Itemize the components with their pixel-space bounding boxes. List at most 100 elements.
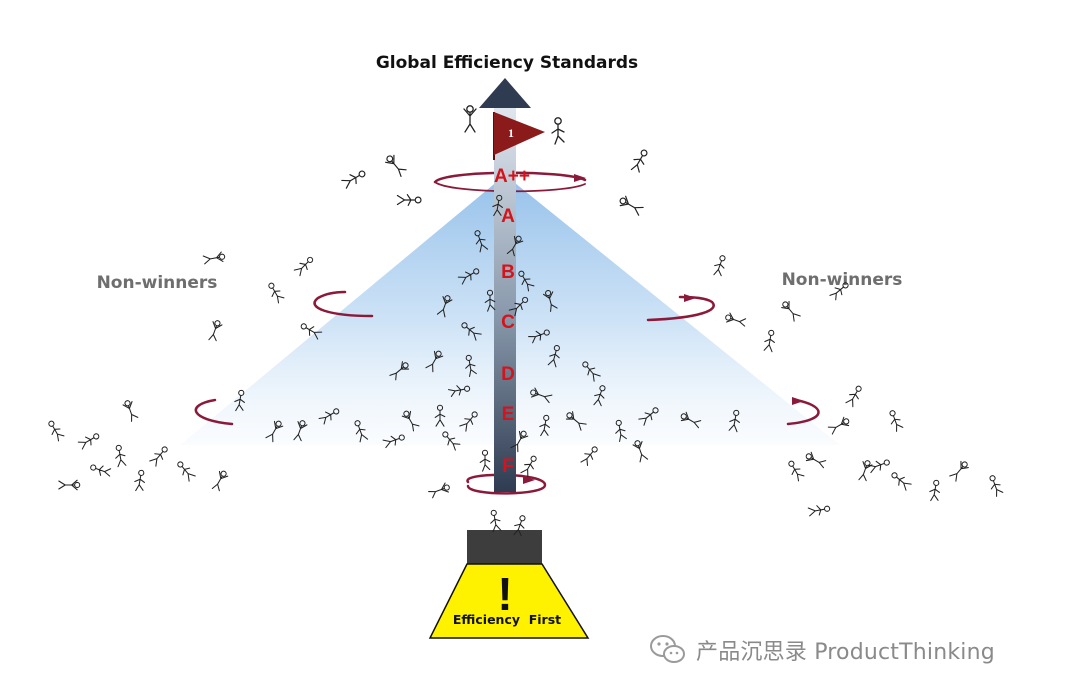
ring-bottom: [466, 473, 547, 495]
stick-figure: [492, 194, 503, 217]
stick-figure: [115, 444, 127, 468]
grade-b: B: [501, 262, 515, 283]
stick-figure: [385, 154, 407, 177]
stick-figure: [788, 460, 805, 482]
stick-figure: [211, 470, 229, 492]
stick-figure: [389, 361, 410, 381]
stick-figure: [630, 149, 648, 173]
grade-f: F: [502, 456, 514, 477]
stick-figure: [547, 344, 560, 368]
watermark-text: 产品沉思录 ProductThinking: [696, 640, 995, 665]
stick-figure: [520, 455, 537, 478]
stick-figure: [461, 322, 482, 341]
stick-figure: [513, 515, 526, 537]
stick-figure: [354, 420, 369, 443]
stick-figure: [202, 251, 226, 265]
flag-number: 1: [508, 126, 514, 140]
diagram-title: Global Efficiency Standards: [376, 53, 638, 73]
stick-figure: [725, 312, 747, 327]
grade-e: E: [502, 404, 515, 425]
stick-figure: [442, 431, 461, 451]
stick-figure: [479, 449, 491, 472]
stick-figure: [293, 256, 314, 277]
stick-figure: [580, 446, 598, 466]
stick-figure: [134, 469, 145, 492]
stick-figure: [508, 296, 529, 317]
stick-figure: [891, 472, 912, 491]
stick-figure: [490, 509, 502, 533]
stick-figure: [542, 289, 558, 312]
stick-figure: [949, 460, 969, 482]
stick-figure: [474, 230, 489, 253]
stick-figure: [929, 479, 940, 502]
grade-a-plus-plus: A++: [494, 166, 530, 187]
stick-figure: [807, 505, 831, 517]
stick-figure: [632, 440, 649, 463]
stick-figure: [457, 268, 480, 285]
stick-figure: [382, 434, 405, 449]
stick-figure: [539, 414, 550, 437]
stick-figure: [506, 235, 524, 257]
stick-figure: [510, 430, 529, 453]
stick-figure: [293, 420, 308, 442]
stick-figure: [593, 385, 606, 407]
stick-figure: [858, 460, 873, 482]
stick-figure: [638, 407, 659, 426]
stick-figure: [77, 433, 100, 450]
stick-figure: [484, 289, 496, 312]
stick-figure: [615, 419, 627, 442]
base-label: Efficiency First: [453, 612, 561, 627]
stick-figure: [763, 329, 775, 353]
stick-figure: [582, 361, 601, 382]
right-label: Non-winners: [782, 270, 903, 290]
stick-figure: [425, 350, 444, 373]
stick-figure: [318, 408, 340, 425]
stick-figure: [619, 195, 644, 216]
wechat-icon: [650, 635, 685, 663]
stick-figure-crowd: [48, 105, 1004, 537]
stick-figure: [989, 475, 1004, 497]
stick-figure: [208, 320, 223, 342]
base-top-block: [467, 530, 542, 564]
stick-figure: [265, 420, 284, 443]
ring-arrowheads: [523, 174, 804, 484]
stick-figure: [827, 416, 850, 435]
stick-figure: [889, 410, 904, 432]
arrow-head: [479, 78, 531, 108]
stick-figure: [268, 282, 285, 304]
stick-figure: [463, 105, 477, 133]
grade-c: C: [501, 312, 515, 333]
stick-figure: [845, 385, 862, 408]
stick-figure: [805, 451, 827, 469]
stick-figure: [528, 329, 550, 344]
stick-figure: [518, 270, 535, 292]
base-exclamation: !: [497, 568, 512, 620]
base-trapezoid: [428, 563, 590, 639]
stick-figure: [300, 323, 323, 340]
stick-figure: [436, 295, 453, 318]
ring-low-right: [786, 398, 820, 426]
stick-figure: [867, 459, 890, 474]
stick-figure: [680, 411, 702, 429]
stick-figure: [396, 194, 422, 206]
stick-figure: [781, 300, 801, 322]
left-label: Non-winners: [97, 273, 218, 293]
ring-mid-left: [313, 290, 374, 318]
stick-figure: [341, 170, 366, 189]
grade-a: A: [501, 206, 515, 227]
stick-figure: [149, 446, 168, 467]
stick-figure: [459, 411, 478, 432]
stick-figure: [465, 354, 477, 377]
stick-figure: [122, 400, 139, 422]
stick-figure: [401, 410, 420, 432]
ring-low-left: [194, 398, 234, 426]
stick-figure: [551, 117, 565, 145]
stick-figure: [829, 282, 849, 301]
stick-figure: [728, 409, 740, 433]
stick-figure: [428, 482, 450, 499]
stick-figure: [565, 411, 587, 431]
stick-figure: [48, 420, 65, 442]
stick-figure: [713, 255, 726, 277]
